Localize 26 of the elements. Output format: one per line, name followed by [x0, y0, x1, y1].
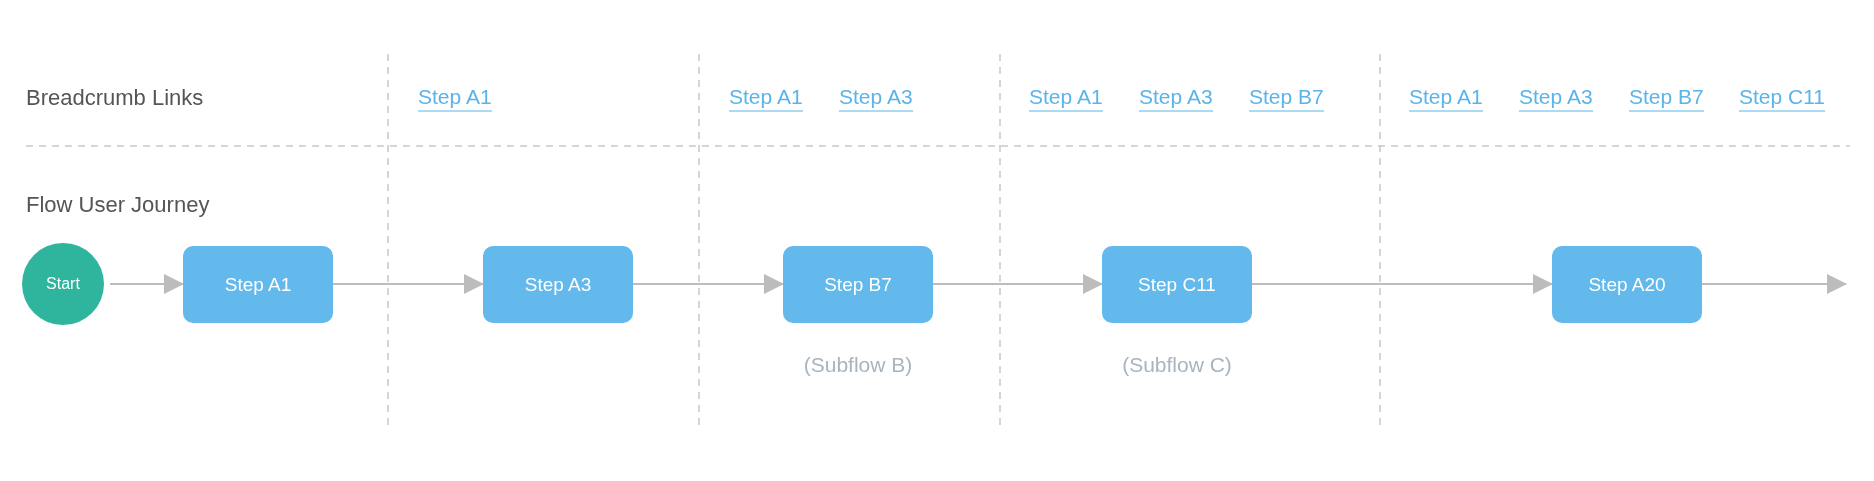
arrow: [332, 274, 484, 294]
step-box: Step A20: [1552, 246, 1702, 323]
breadcrumb-link: Step A3: [839, 84, 913, 112]
node-caption: (Subflow C): [1122, 353, 1232, 377]
arrow: [1251, 274, 1553, 294]
breadcrumb-link: Step A1: [418, 84, 492, 112]
arrow: [932, 274, 1103, 294]
breadcrumb-link: Step A1: [729, 84, 803, 112]
breadcrumb-link: Step A1: [1409, 84, 1483, 112]
breadcrumb-link: Step B7: [1629, 84, 1704, 112]
breadcrumb-link: Step A1: [1029, 84, 1103, 112]
step-box: Step C11: [1102, 246, 1252, 323]
breadcrumb-link: Step B7: [1249, 84, 1324, 112]
breadcrumb-link: Step A3: [1139, 84, 1213, 112]
section-heading: Flow User Journey: [26, 192, 210, 218]
arrow: [109, 274, 184, 294]
arrow: [1701, 274, 1847, 294]
step-box: Step A1: [183, 246, 333, 323]
node-caption: (Subflow B): [803, 353, 913, 377]
breadcrumb-link: Step C11: [1739, 84, 1825, 112]
breadcrumb-link: Step A3: [1519, 84, 1593, 112]
step-box: Step A3: [483, 246, 633, 323]
arrow: [632, 274, 784, 294]
start-circle: Start: [22, 243, 104, 325]
step-box: Step B7: [783, 246, 933, 323]
section-heading: Breadcrumb Links: [26, 85, 204, 111]
